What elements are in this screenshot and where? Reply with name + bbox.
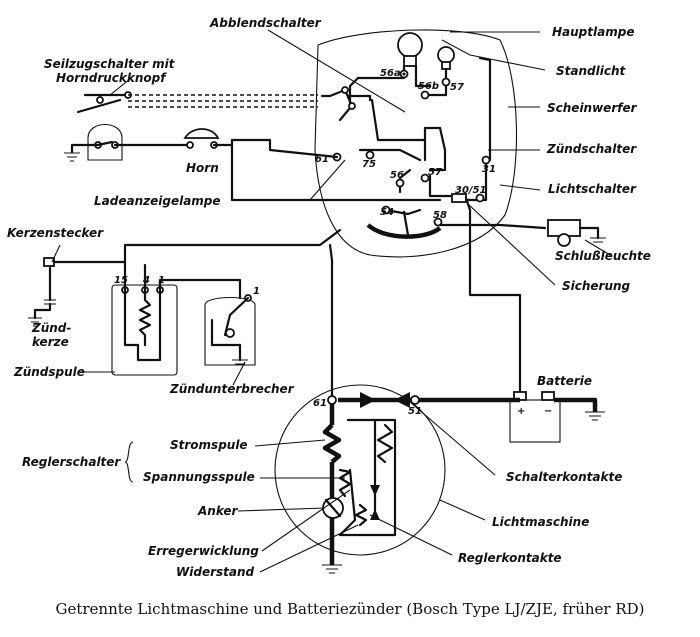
label-anker: Anker: [197, 504, 239, 518]
label-lichtmaschine: Lichtmaschine: [492, 515, 589, 529]
contact-breaker: [204, 294, 256, 366]
headlamp-housing: [314, 29, 518, 258]
terminal-label-56a: 56a: [380, 68, 401, 79]
terminal-label-61-top: 61: [315, 154, 329, 165]
label-batterie: Batterie: [537, 374, 592, 388]
label-seilzugschalter-1: Seilzugschalter mit: [44, 57, 176, 71]
label-spannungsspule: Spannungsspule: [143, 470, 255, 484]
terminal-label-57-top: 57: [450, 82, 464, 93]
terminal-label-31: 31: [482, 164, 496, 175]
terminal-57-mid: [420, 173, 430, 183]
current-coil: [322, 423, 342, 464]
label-zuendkerze-2: kerze: [32, 335, 69, 349]
terminal-58: [433, 217, 443, 227]
terminal-54: [381, 205, 391, 215]
dip-switch: [320, 86, 356, 110]
terminal-label-15: 15: [114, 275, 128, 286]
terminal-label-56: 56: [390, 170, 404, 181]
light-switch-arc: [366, 223, 442, 239]
label-zuendspule: Zündspule: [13, 365, 85, 379]
terminal-56: [395, 178, 405, 188]
label-scheinwerfer: Scheinwerfer: [547, 101, 638, 115]
terminal-75: [365, 150, 375, 160]
battery: [509, 391, 561, 443]
label-stromspule: Stromspule: [170, 438, 248, 452]
label-erregerwicklung: Erregerwicklung: [148, 544, 259, 558]
label-kerzenstecker: Kerzenstecker: [7, 226, 104, 240]
generator-housing: [274, 384, 446, 556]
terminal-label-57-mid: 57: [428, 167, 442, 178]
horn: [183, 128, 220, 149]
parking-light-bulb: [437, 46, 455, 70]
label-zuendkerze-1: Zünd-: [31, 321, 71, 335]
label-reglerschalter: Reglerschalter: [22, 455, 121, 469]
terminal-30-51: [475, 193, 485, 203]
voltage-coil: [338, 468, 352, 498]
label-ladeanzeigelampe: Ladeanzeigelampe: [94, 194, 221, 208]
label-standlicht: Standlicht: [556, 64, 626, 78]
terminal-label-51-gen: 51: [408, 406, 422, 417]
label-widerstand: Widerstand: [176, 565, 255, 579]
main-lamp-bulb: [397, 32, 423, 67]
label-sicherung: Sicherung: [562, 279, 631, 293]
label-abblendschalter: Abblendschalter: [209, 16, 322, 30]
label-lichtschalter: Lichtschalter: [548, 182, 637, 196]
terminal-label-56b: 56b: [418, 81, 439, 92]
terminal-label-75: 75: [362, 159, 376, 170]
terminal-label-61-gen: 61: [313, 398, 327, 409]
terminal-label-30-51: 30/51: [455, 185, 486, 196]
terminal-57-top: [441, 77, 451, 87]
terminal-31: [481, 155, 491, 165]
armature: [322, 497, 344, 519]
label-reglerkontakte: Reglerkontakte: [458, 551, 562, 565]
terminal-label-1-coil: 1: [158, 275, 165, 286]
terminal-label-54: 54: [380, 207, 394, 218]
ignition-coil: [111, 284, 178, 376]
label-seilzugschalter-2: Horndruckknopf: [56, 71, 167, 85]
terminal-label-4: 4: [142, 275, 150, 286]
terminal-61-gen: [327, 395, 337, 405]
terminal-label-58: 58: [433, 210, 447, 221]
label-schlussleuchte: Schlußleuchte: [555, 249, 651, 263]
label-zuendschalter: Zündschalter: [546, 142, 637, 156]
label-horn: Horn: [186, 161, 219, 175]
terminal-51-gen: [410, 395, 420, 405]
battery-minus-label: −: [544, 406, 552, 417]
pull-cable-switch: [76, 91, 132, 161]
terminal-56b: [420, 90, 430, 100]
battery-plus-label: +: [517, 406, 525, 417]
label-zuendunterbrecher: Zündunterbrecher: [169, 382, 295, 396]
figure-caption: Getrennte Lichtmaschine und Batteriezünd…: [55, 600, 645, 618]
label-schalterkontakte: Schalterkontakte: [506, 470, 622, 484]
label-hauptlampe: Hauptlampe: [552, 25, 634, 39]
tail-light: [547, 219, 606, 247]
terminal-label-1-breaker: 1: [253, 286, 260, 297]
spark-plug: [28, 257, 127, 327]
